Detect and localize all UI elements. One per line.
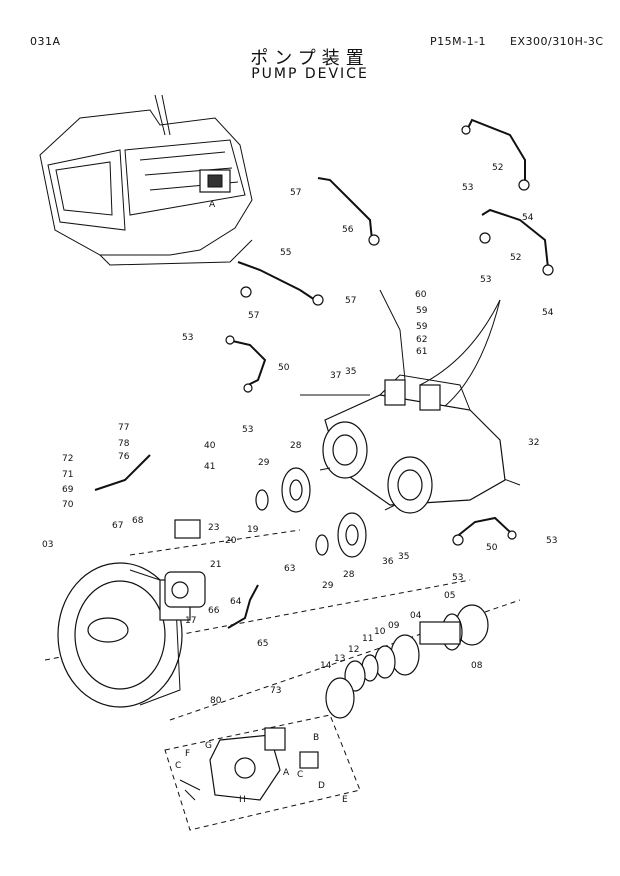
callout-label: 59 [416, 322, 428, 332]
callout-label: 09 [388, 621, 400, 631]
callout-label: F [185, 749, 190, 759]
gear-parts [255, 467, 367, 558]
flywheel-housing [57, 562, 191, 708]
callout-label: 66 [208, 606, 220, 616]
callout-label: 54 [522, 213, 534, 223]
callout-label: 13 [334, 654, 345, 664]
callout-label: 53 [546, 536, 557, 546]
callout-label: 19 [247, 525, 259, 535]
callout-label: 72 [62, 454, 73, 464]
callout-label: 32 [528, 438, 539, 448]
callout-label: 35 [398, 552, 409, 562]
callout-label: 50 [278, 363, 290, 373]
callout-label: 12 [348, 645, 359, 655]
callout-label: 29 [258, 458, 270, 468]
model-number: EX300/310H-3C [510, 35, 604, 48]
upper-pipe-assembly [225, 118, 554, 546]
callout-label: 14 [320, 661, 332, 671]
callout-label: 70 [62, 500, 74, 510]
callout-label: 50 [486, 543, 498, 553]
callout-label: 35 [345, 367, 356, 377]
callout-label: 65 [257, 639, 268, 649]
callout-label: 37 [330, 371, 341, 381]
callout-label: 69 [62, 485, 74, 495]
callout-label: 57 [290, 188, 301, 198]
callout-label: 08 [471, 661, 483, 671]
callout-label: 56 [342, 225, 354, 235]
callout-label: 67 [112, 521, 123, 531]
callout-label: 68 [132, 516, 144, 526]
callout-label: 52 [492, 163, 503, 173]
callout-label: 57 [345, 296, 356, 306]
callout-label: 77 [118, 423, 129, 433]
callout-label: 52 [510, 253, 521, 263]
callout-label: 23 [208, 523, 219, 533]
callout-label: 53 [480, 275, 491, 285]
callout-label: 57 [248, 311, 259, 321]
callout-label: G [205, 741, 212, 751]
callout-label: 53 [242, 425, 253, 435]
callout-label: D [318, 781, 325, 791]
callout-label: 73 [270, 686, 281, 696]
callout-label: 10 [374, 627, 386, 637]
callout-label: 54 [542, 308, 554, 318]
callout-label: 53 [462, 183, 473, 193]
callout-label: 40 [204, 441, 216, 451]
callout-label: 04 [410, 611, 422, 621]
callout-label: 61 [416, 347, 427, 357]
callout-label: C [175, 761, 181, 771]
callout-label: 53 [452, 573, 463, 583]
callout-label: B [313, 733, 319, 743]
callout-label: E [342, 795, 348, 805]
coupling-detail [179, 727, 319, 801]
callout-label: 05 [444, 591, 455, 601]
pilot-pump [94, 454, 259, 629]
callout-label: 21 [210, 560, 221, 570]
coupling-detail-box [164, 714, 361, 831]
callout-label: A [283, 768, 290, 778]
callout-label: 41 [204, 462, 215, 472]
callout-label: 71 [62, 470, 73, 480]
callout-label: 76 [118, 452, 130, 462]
callout-label: 29 [322, 581, 334, 591]
callout-label: H [239, 795, 246, 805]
coupling-assembly [325, 604, 489, 719]
callout-label: 78 [118, 439, 130, 449]
callout-label: 63 [284, 564, 295, 574]
callout-label: 11 [362, 634, 373, 644]
callout-label: 59 [416, 306, 428, 316]
callout-label: 17 [185, 616, 196, 626]
page-code: 031A [30, 35, 61, 48]
callout-label: 60 [415, 290, 427, 300]
callout-label: 03 [42, 540, 53, 550]
callout-label: 20 [225, 536, 237, 546]
reference-letter-a: A [209, 200, 216, 210]
callout-label: 28 [290, 441, 302, 451]
callout-label: 80 [210, 696, 222, 706]
callout-label: 55 [280, 248, 291, 258]
callout-labels: 52 53 54 57 56 55 52 53 54 57 57 60 59 59 62 61 53 50 37 35… [42, 163, 557, 805]
page-title-english: PUMP DEVICE [251, 66, 369, 82]
page-title-japanese: ポンプ装置 [250, 48, 370, 69]
reference-code: P15M-1-1 [430, 35, 487, 48]
callout-label: 64 [230, 597, 242, 607]
callout-label: 36 [382, 557, 394, 567]
callout-label: 53 [182, 333, 193, 343]
callout-label: 62 [416, 335, 427, 345]
callout-label: C [297, 770, 303, 780]
callout-label: 28 [343, 570, 355, 580]
main-pump-body [319, 374, 506, 514]
excavator-outline-drawing [39, 94, 253, 266]
